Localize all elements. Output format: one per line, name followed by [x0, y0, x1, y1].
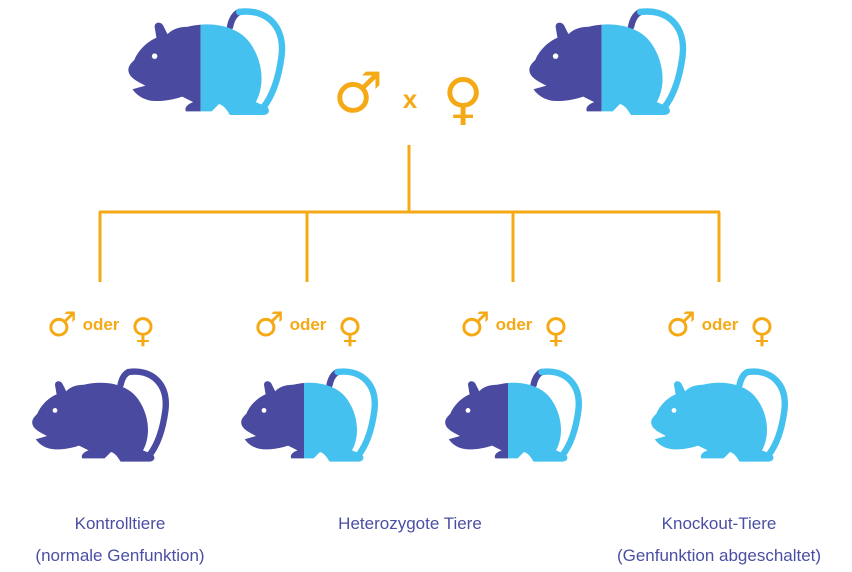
male-symbol: ♂ — [333, 61, 383, 126]
oder-text: oder — [496, 315, 533, 334]
offspring-sex-labels: ♂ oder ♀ ♂ oder ♀ ♂ oder ♀ ♂ oder ♀ — [47, 305, 775, 351]
offspring-mouse-heterozygous-1 — [241, 368, 378, 462]
male-symbol: ♂ — [460, 305, 490, 345]
female-symbol: ♀ — [544, 311, 569, 351]
offspring-sex-label-3: ♂ oder ♀ — [460, 305, 569, 351]
offspring-sex-label-4: ♂ oder ♀ — [666, 305, 775, 351]
heterozygous-label-title: Heterozygote Tiere — [338, 514, 482, 533]
knockout-label-title: Knockout-Tiere — [661, 514, 777, 533]
knockout-label-subtitle: (Genfunktion abgeschaltet) — [616, 546, 822, 565]
control-label-subtitle: (normale Genfunktion) — [35, 546, 205, 565]
offspring-sex-label-1: ♂ oder ♀ — [47, 305, 156, 351]
offspring-mouse-knockout — [651, 368, 788, 462]
offspring-mouse-control — [32, 368, 169, 462]
female-symbol: ♀ — [338, 311, 363, 351]
control-label: Kontrolltiere (normale Genfunktion) — [0, 508, 240, 572]
knockout-label: Knockout-Tiere (Genfunktion abgeschaltet… — [586, 508, 852, 572]
male-symbol: ♂ — [47, 305, 77, 345]
control-label-title: Kontrolltiere — [74, 514, 166, 533]
heterozygous-label: Heterozygote Tiere — [290, 508, 530, 540]
male-symbol: ♂ — [254, 305, 284, 345]
oder-text: oder — [702, 315, 739, 334]
oder-text: oder — [83, 315, 120, 334]
inheritance-tree-lines — [98, 145, 721, 282]
female-symbol: ♀ — [131, 311, 156, 351]
cross-symbol: x — [403, 84, 418, 114]
offspring-sex-label-2: ♂ oder ♀ — [254, 305, 363, 351]
parent-mouse-right — [529, 8, 687, 116]
parent-mouse-left — [128, 8, 286, 116]
female-symbol: ♀ — [442, 67, 483, 132]
oder-text: oder — [290, 315, 327, 334]
female-symbol: ♀ — [750, 311, 775, 351]
offspring-mouse-heterozygous-2 — [445, 368, 582, 462]
parent-sex-symbols: ♂ x ♀ — [333, 61, 484, 132]
male-symbol: ♂ — [666, 305, 696, 345]
